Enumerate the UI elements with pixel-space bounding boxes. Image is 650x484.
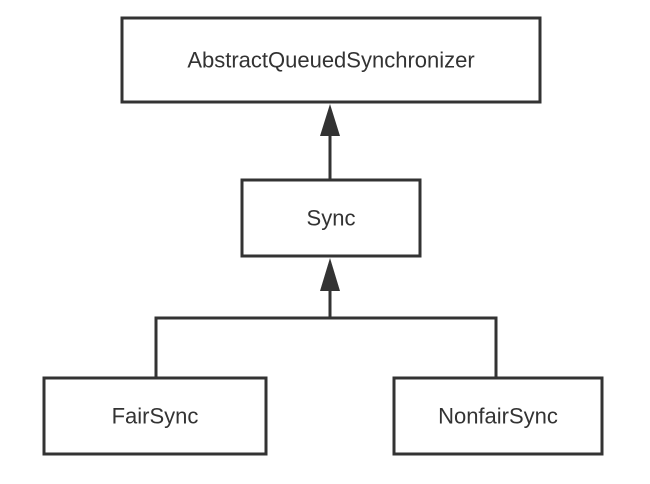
node-nonfair-label: NonfairSync — [438, 404, 558, 429]
node-fair-label: FairSync — [112, 404, 199, 429]
node-fair-box — [42, 376, 268, 456]
edge-sync-to-aqs-arrowhead — [320, 104, 340, 136]
node-sync-box — [240, 178, 422, 258]
node-nonfair-box — [392, 376, 604, 456]
node-abstract-queued-synchronizer: AbstractQueuedSynchronizer — [120, 16, 542, 104]
node-aqs-label: AbstractQueuedSynchronizer — [187, 48, 474, 73]
node-fair-sync: FairSync — [42, 376, 268, 456]
node-aqs-box — [120, 16, 542, 104]
node-sync: Sync — [240, 178, 422, 258]
node-nonfair-sync: NonfairSync — [392, 376, 604, 456]
edge-subclasses-to-sync — [154, 258, 498, 378]
edge-sync-to-aqs — [320, 104, 340, 180]
node-sync-label: Sync — [307, 206, 356, 231]
edge-subclasses-to-sync-arrowhead — [320, 258, 340, 291]
